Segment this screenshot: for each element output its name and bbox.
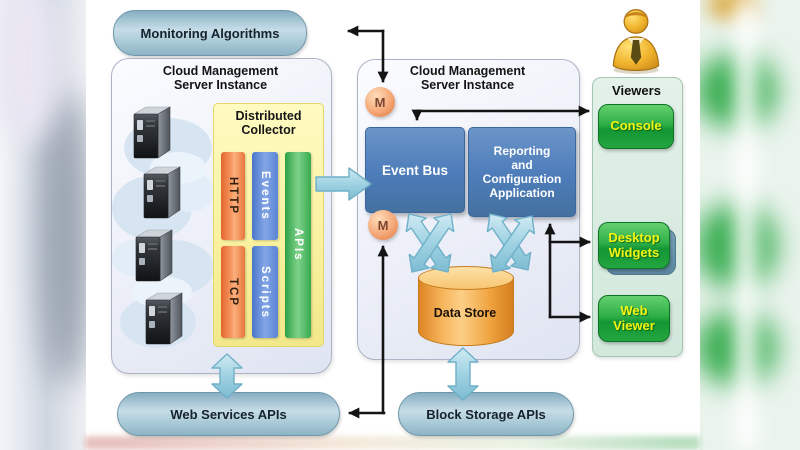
- event-bus-node: Event Bus: [365, 127, 465, 213]
- cloud-server-panel-left-title: Cloud Management Server Instance: [162, 64, 279, 93]
- data-store-label: Data Store: [433, 306, 497, 320]
- blur-blob: [0, 0, 60, 140]
- bar-http: HTTP: [221, 152, 245, 240]
- blur-blob: [40, 92, 86, 384]
- monitoring-algorithms-node: Monitoring Algorithms: [113, 10, 307, 56]
- web-viewer-node: Web Viewer: [598, 295, 670, 342]
- reporting-configuration-label: Reporting and Configuration Application: [482, 144, 562, 200]
- m-badge-bottom: M: [368, 210, 398, 240]
- user-icon: [612, 8, 660, 74]
- desktop-widgets-node: Desktop Widgets: [598, 222, 670, 269]
- m-badge-icon: M: [374, 94, 386, 110]
- console-node: Console: [598, 104, 674, 149]
- distributed-collector-title: Distributed Collector: [235, 109, 302, 138]
- m-badge-top: M: [365, 87, 395, 117]
- bar-tcp: TCP: [221, 246, 245, 338]
- viewers-title: Viewers: [612, 83, 661, 98]
- server-icon: [135, 229, 173, 282]
- web-services-apis-node: Web Services APIs: [117, 392, 340, 436]
- m-badge-icon: M: [377, 217, 389, 233]
- bar-scripts: Scripts: [252, 246, 278, 338]
- cloud-servers-illustration: [112, 106, 214, 348]
- server-icon: [143, 166, 181, 219]
- bar-events: Events: [252, 152, 278, 240]
- server-icon: [145, 292, 183, 345]
- monitoring-algorithms-label: Monitoring Algorithms: [140, 25, 280, 41]
- block-storage-apis-node: Block Storage APIs: [398, 392, 574, 436]
- cloud-server-panel-middle-title: Cloud Management Server Instance: [409, 64, 526, 93]
- blur-blob: [734, 0, 758, 450]
- blurred-bottom-margin: [85, 436, 700, 450]
- blurred-left-margin: [0, 0, 86, 450]
- reporting-configuration-node: Reporting and Configuration Application: [468, 127, 576, 217]
- blurred-right-margin: [700, 0, 800, 450]
- data-store-icon: [418, 266, 514, 290]
- bar-apis: APIs: [285, 152, 311, 338]
- server-icon: [133, 106, 171, 159]
